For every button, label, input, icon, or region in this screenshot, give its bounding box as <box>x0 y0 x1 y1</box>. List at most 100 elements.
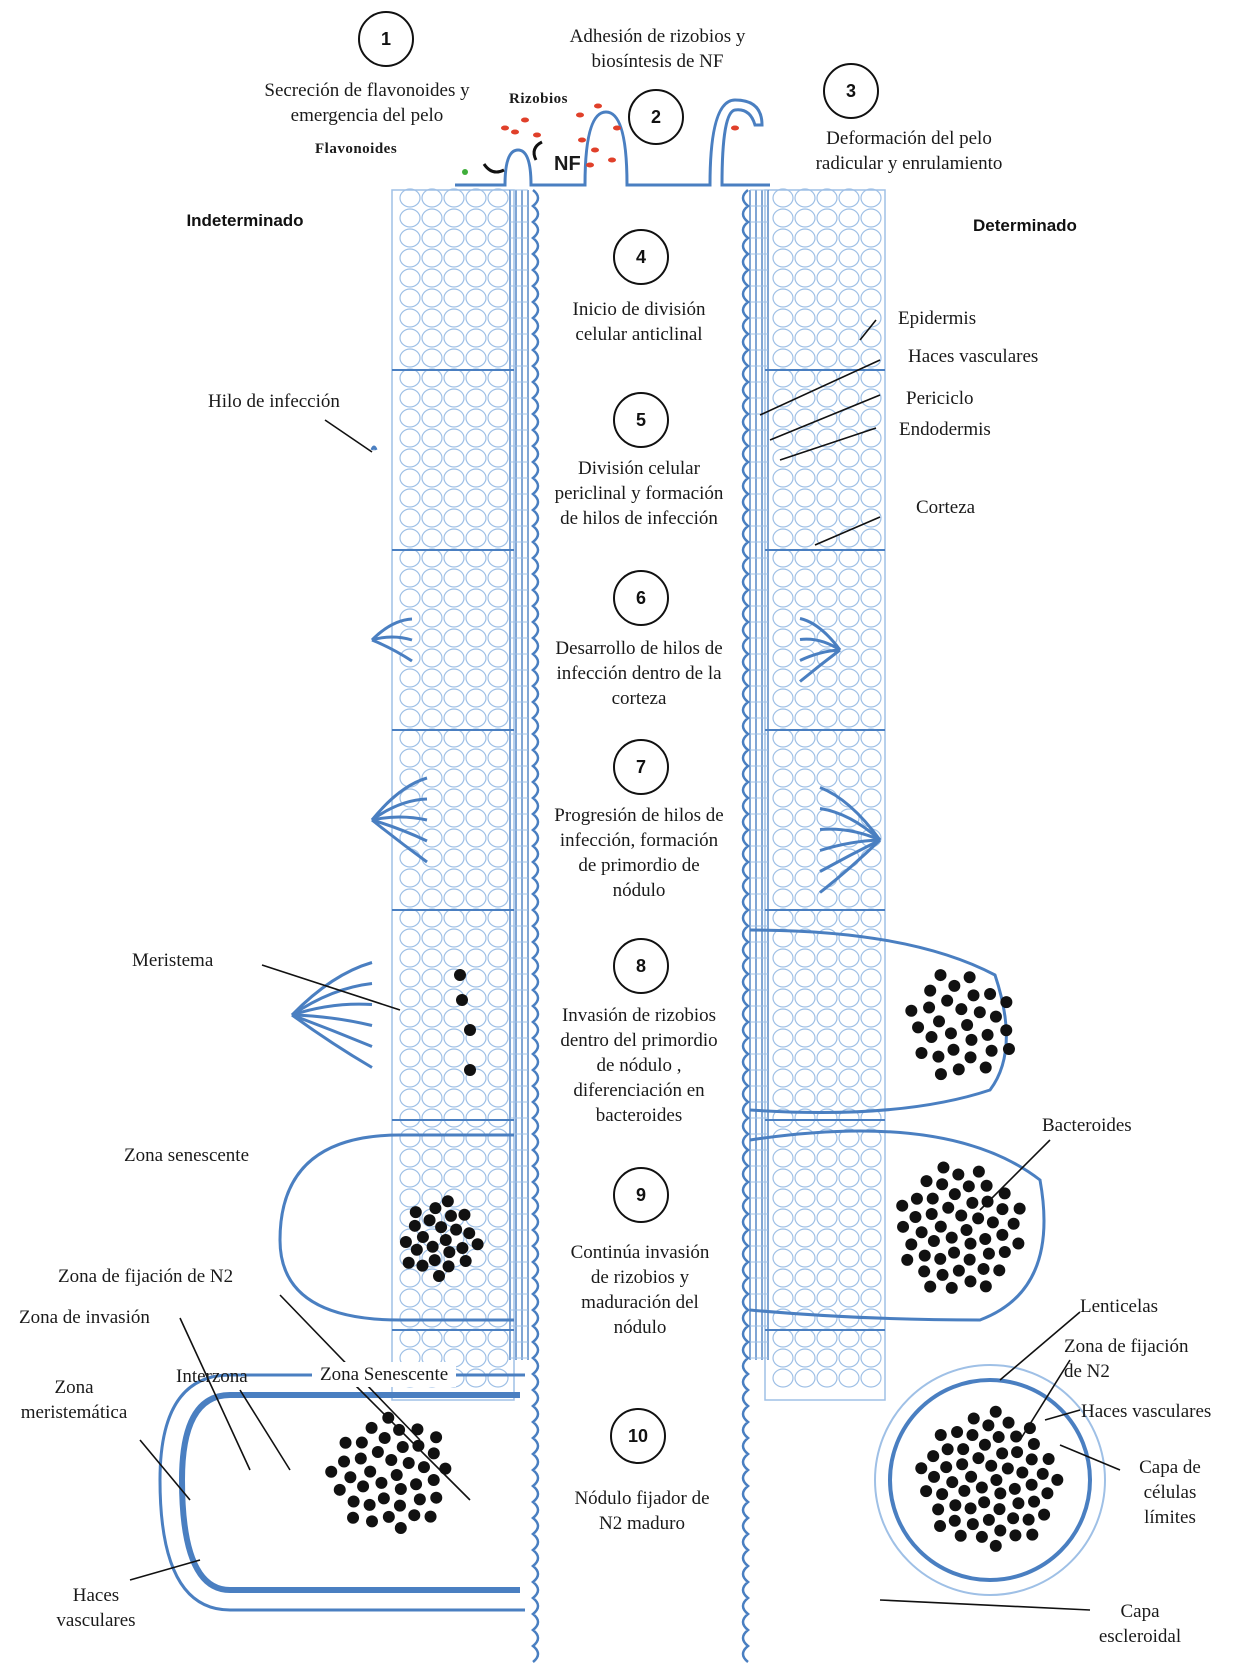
right-root-cortex-cell-225 <box>773 1089 793 1107</box>
right-root-cortex-cell-73 <box>839 469 859 487</box>
left-bacteroid-dot-0 <box>454 969 466 981</box>
bacteroids-left-step10-cell-5 <box>403 1457 415 1469</box>
left-root-cortex-cell-141 <box>422 749 442 767</box>
right-root-cortex-cell-215 <box>773 1049 793 1067</box>
right-root-cortex-cell-260 <box>773 1229 793 1247</box>
right-root-cortex-cell-69 <box>861 449 881 467</box>
right-root-cortex-cell-211 <box>795 1029 815 1047</box>
right-root-cortex-cell-248 <box>839 1169 859 1187</box>
bacteroids-right-step9-cell-36 <box>952 1168 964 1180</box>
bacteroids-left-step9-cell-19 <box>433 1270 445 1282</box>
left-root-cortex-cell-83 <box>466 509 486 527</box>
left-root-cortex-cell-106 <box>422 609 442 627</box>
left-root-cortex-cell-231 <box>422 1109 442 1127</box>
leader-cortex <box>815 517 880 545</box>
bacteroids-right-step10-cell-1 <box>976 1481 988 1493</box>
right-root-cortex-cell-258 <box>839 1209 859 1227</box>
left-root-cortex-cell-53 <box>466 389 486 407</box>
left-root-cortex-cell-287 <box>444 1329 464 1347</box>
bacteroids-right-step10-cell-35 <box>949 1515 961 1527</box>
bacteroids-left-step9-cell-21 <box>472 1238 484 1250</box>
header-indeterminate: Indeterminado <box>122 191 368 251</box>
left-root-cortex-cell-23 <box>466 269 486 287</box>
bacteroids-right-step9-cell-10 <box>966 1197 978 1209</box>
rhizobia-bold-label: Rizobios <box>509 87 568 112</box>
right-root-cortex-cell-150 <box>773 789 793 807</box>
bacteroids-right-step9-cell-31 <box>981 1180 993 1192</box>
right-root-cortex-cell-78 <box>839 489 859 507</box>
bacteroids-right-step10-cell-11 <box>993 1503 1005 1515</box>
right-root-cortex-cell-33 <box>839 309 859 327</box>
right-root-cortex-cell-31 <box>795 309 815 327</box>
left-root-cortex-cell-235 <box>400 1129 420 1147</box>
bacteroids-left-step9-cell-10 <box>445 1210 457 1222</box>
left-root-cortex-cell-11 <box>422 229 442 247</box>
left-root-cortex-cell-132 <box>444 709 464 727</box>
left-root-cortex-cell-97 <box>444 569 464 587</box>
step-8-circle: 8 <box>613 938 669 994</box>
left-root-cortex-cell-278 <box>466 1289 486 1307</box>
left-root-cortex-cell-0 <box>400 189 420 207</box>
right-root-cortex-cell-13 <box>839 229 859 247</box>
right-root-cortex-cell-58 <box>839 409 859 427</box>
bacteroids-right-step10-cell-10 <box>996 1447 1008 1459</box>
bacteroids-right-step9-cell-27 <box>937 1269 949 1281</box>
right-root-cortex-cell-79 <box>861 489 881 507</box>
left-root-cortex-cell-175 <box>400 889 420 907</box>
bacteroids-right-step10-cell-12 <box>956 1458 968 1470</box>
label-epidermis: Epidermis <box>898 306 976 331</box>
left-root-cortex-cell-100 <box>400 589 420 607</box>
left-root-cortex-cell-168 <box>466 849 486 867</box>
right-root-cortex-cell-191 <box>795 949 815 967</box>
right-root-cortex-cell-45 <box>773 369 793 387</box>
left-root-cortex-cell-247 <box>444 1169 464 1187</box>
left-root-cortex-cell-71 <box>422 469 442 487</box>
left-root-cortex-cell-36 <box>422 329 442 347</box>
bacteroids-right-step10-cell-9 <box>958 1485 970 1497</box>
right-root-cortex-cell-67 <box>817 449 837 467</box>
left-root-cortex-cell-227 <box>444 1089 464 1107</box>
left-root-cortex-cell-222 <box>444 1069 464 1087</box>
left-root-cortex-cell-273 <box>466 1269 486 1287</box>
left-root-cortex-cell-171 <box>422 869 442 887</box>
left-root-cortex-cell-249 <box>488 1169 508 1187</box>
right-root-cortex-cell-282 <box>817 1309 837 1327</box>
left-root-cortex-cell-288 <box>466 1329 486 1347</box>
right-root-cortex-cell-277 <box>817 1289 837 1307</box>
left-root-cortex-cell-93 <box>466 549 486 567</box>
bacteroids-left-step9-cell-16 <box>460 1255 472 1267</box>
right-root-cortex-cell-250 <box>773 1189 793 1207</box>
left-root-cortex-cell-130 <box>400 709 420 727</box>
bacteroids-left-step10-cell-19 <box>383 1511 395 1523</box>
bacteroids-right-step9-cell-8 <box>979 1233 991 1245</box>
right-root-cortex-cell-130 <box>773 709 793 727</box>
right-root-cortex-cell-27 <box>817 289 837 307</box>
bacteroids-left-step10-cell-29 <box>430 1492 442 1504</box>
left-root-cortex-cell-293 <box>466 1349 486 1367</box>
left-root-cortex-cell-229 <box>488 1089 508 1107</box>
bacteroids-right-step10-cell-17 <box>946 1476 958 1488</box>
left-root-cortex-cell-148 <box>466 769 486 787</box>
right-root-cortex-cell-7 <box>817 209 837 227</box>
left-root-cortex-cell-22 <box>444 269 464 287</box>
left-root-cortex-cell-156 <box>422 809 442 827</box>
right-root-cortex-cell-294 <box>861 1349 881 1367</box>
right-root-cortex-cell-176 <box>795 889 815 907</box>
left-root-cortex-cell-201 <box>422 989 442 1007</box>
left-root-cortex-cell-219 <box>488 1049 508 1067</box>
bacteroids-left-step9-cell-8 <box>456 1242 468 1254</box>
bacteroids-left-step10-cell-37 <box>425 1511 437 1523</box>
left-root-cortex-cell-126 <box>422 689 442 707</box>
right-root-cortex-cell-268 <box>839 1249 859 1267</box>
left-root-cortex-cell-16 <box>422 249 442 267</box>
left-root-cortex-cell-230 <box>400 1109 420 1127</box>
left-root-cortex-cell-109 <box>488 609 508 627</box>
rhizobia-1 <box>511 130 519 135</box>
right-root-cortex-cell-124 <box>861 669 881 687</box>
right-root-cortex-cell-253 <box>839 1189 859 1207</box>
right-root-cortex-cell-171 <box>795 869 815 887</box>
bacteroids-right-step10-cell-23 <box>993 1431 1005 1443</box>
bacteroids-right-step10-cell-20 <box>957 1443 969 1455</box>
left-root-cortex-cell-28 <box>466 289 486 307</box>
left-root-cortex-cell-35 <box>400 329 420 347</box>
